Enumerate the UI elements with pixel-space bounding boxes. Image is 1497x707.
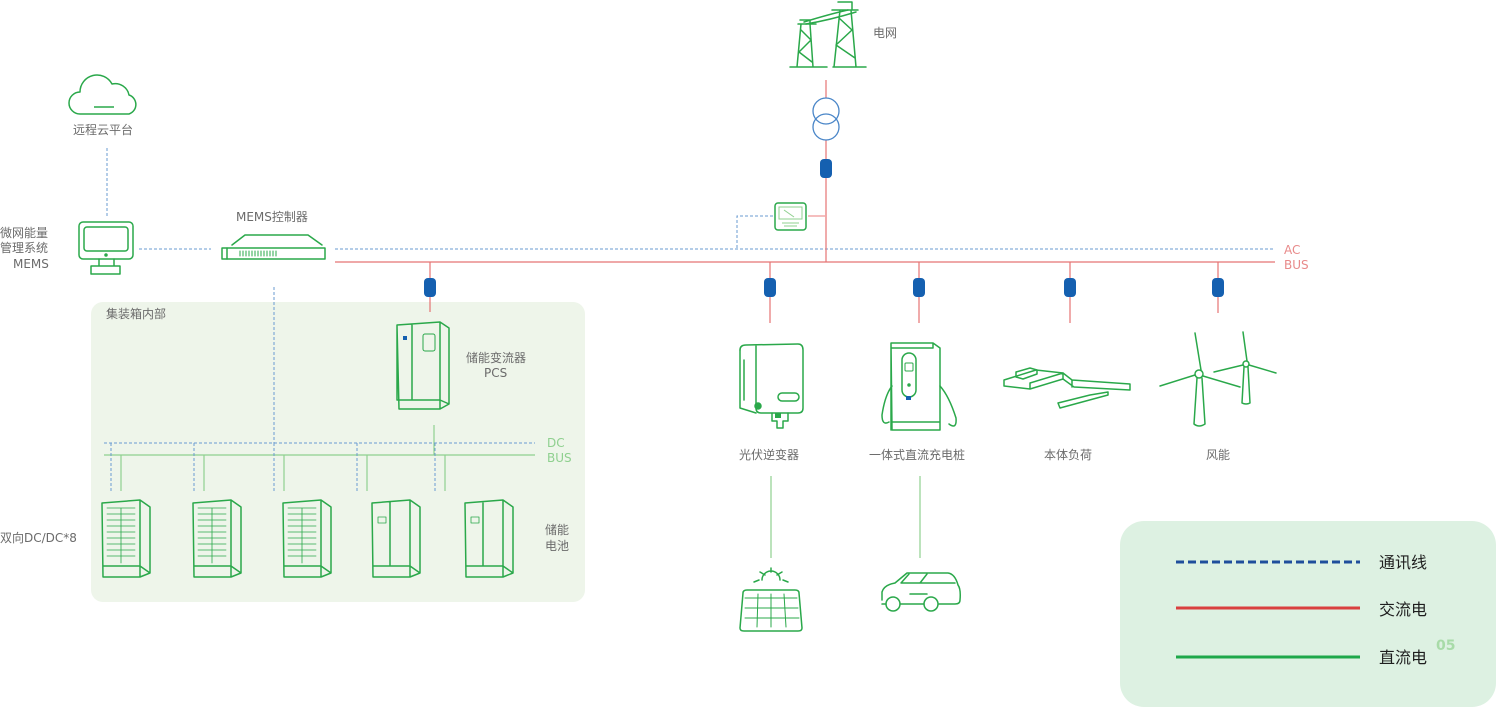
battery-label-1: 储能 — [545, 522, 569, 537]
dcdc-cabinet-icon — [101, 499, 151, 578]
cloud-label: 远程云平台 — [73, 122, 133, 137]
pcs-label-1: 储能变流器 — [466, 350, 526, 365]
legend-dc-label: 直流电 — [1379, 648, 1427, 667]
mems-system-label-2: 管理系统 — [0, 240, 48, 255]
legend-comm-label: 通讯线 — [1379, 553, 1427, 572]
ac-bus-label-2: BUS — [1284, 258, 1309, 272]
grid-label: 电网 — [873, 26, 897, 40]
container-label: 集装箱内部 — [106, 306, 166, 321]
monitor-icon — [78, 221, 134, 275]
mems-controller-label: MEMS控制器 — [236, 210, 308, 224]
ac-bus-label-1: AC — [1284, 243, 1300, 257]
pcs-cabinet-icon — [396, 321, 450, 410]
mems-system-label-1: 微网能量 — [0, 226, 48, 240]
dcdc-label: 双向DC/DC*8 — [0, 530, 77, 545]
dcdc-cabinet-icon — [282, 499, 332, 578]
mems-controller-icon — [221, 234, 326, 260]
dc-drops — [110, 443, 446, 491]
power-tower-icon — [789, 1, 867, 68]
breaker-pcs — [424, 278, 436, 297]
dcdc-cabinet-icon — [192, 499, 242, 578]
breaker-pv — [764, 278, 776, 297]
wind-label: 风能 — [1206, 448, 1230, 462]
page-number: 05 — [1436, 638, 1455, 654]
container-area — [91, 302, 585, 602]
breaker-wind — [1212, 278, 1224, 297]
pcs-label-2: PCS — [484, 366, 507, 380]
battery-cabinet-icon — [464, 499, 514, 578]
meter-icon — [774, 202, 807, 231]
load-icon — [1003, 367, 1131, 409]
pv-inverter-icon — [739, 343, 804, 429]
charger-label: 一体式直流充电桩 — [869, 447, 965, 462]
transformer-icon — [812, 97, 840, 141]
legend-box — [1120, 521, 1496, 707]
cloud-icon — [68, 74, 137, 115]
legend-ac-label: 交流电 — [1379, 600, 1427, 619]
solar-panel-icon — [739, 567, 803, 632]
load-label: 本体负荷 — [1044, 448, 1092, 462]
breaker-load — [1064, 278, 1076, 297]
mems-system-label-3: MEMS — [13, 257, 49, 271]
battery-cabinet-icon — [371, 499, 421, 578]
dc-bus-label-1: DC — [547, 436, 565, 450]
meter-comm-line — [736, 215, 773, 249]
breaker-grid — [820, 159, 832, 178]
dc-bus-label-2: BUS — [547, 451, 572, 465]
pv-inverter-label: 光伏逆变器 — [739, 447, 799, 462]
dc-charger-icon — [881, 342, 957, 431]
ac-feeders — [769, 262, 1219, 323]
breaker-charger — [913, 278, 925, 297]
car-icon — [881, 572, 961, 612]
wind-turbine-icon — [1159, 331, 1277, 427]
battery-label-2: 电池 — [545, 539, 569, 553]
